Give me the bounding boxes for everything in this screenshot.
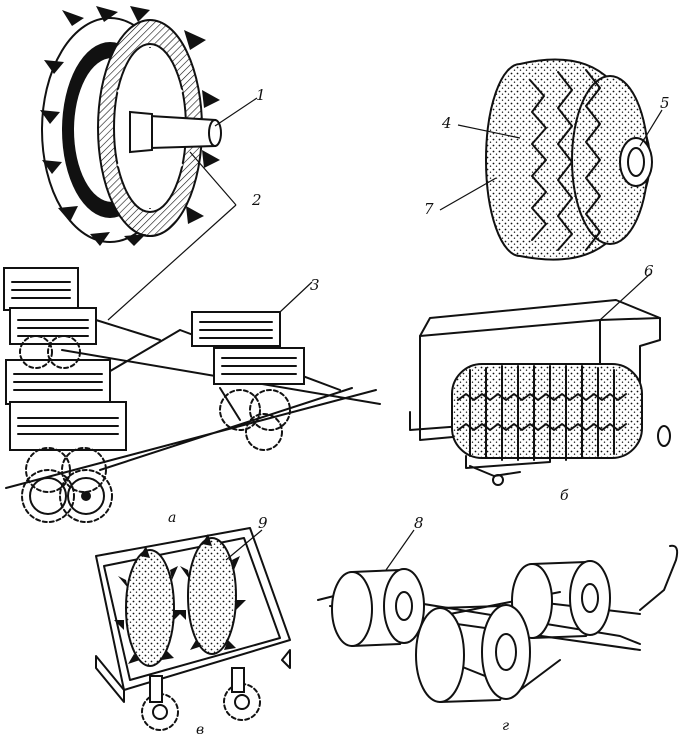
spur-wheel-drawing: [40, 6, 222, 246]
label-5: 5: [660, 94, 670, 112]
label-6: 6: [644, 262, 654, 280]
label-8: 8: [414, 514, 424, 532]
disc-roller-drawing: [485, 58, 653, 261]
caption-g: г: [502, 718, 509, 734]
multisection-roller-drawing: [3, 267, 381, 523]
label-9: 9: [258, 514, 268, 532]
framed-roller-drawing: [409, 299, 671, 486]
label-1: 1: [256, 86, 266, 104]
caption-v: в: [196, 722, 204, 737]
label-7: 7: [424, 200, 434, 218]
smooth-rollers-drawing: [317, 544, 679, 703]
caption-b: б: [560, 488, 569, 504]
caption-a: а: [168, 510, 176, 526]
label-3: 3: [310, 276, 320, 294]
spiked-roller-drawing: [95, 527, 291, 731]
label-2: 2: [251, 191, 262, 209]
label-4: 4: [441, 114, 452, 132]
